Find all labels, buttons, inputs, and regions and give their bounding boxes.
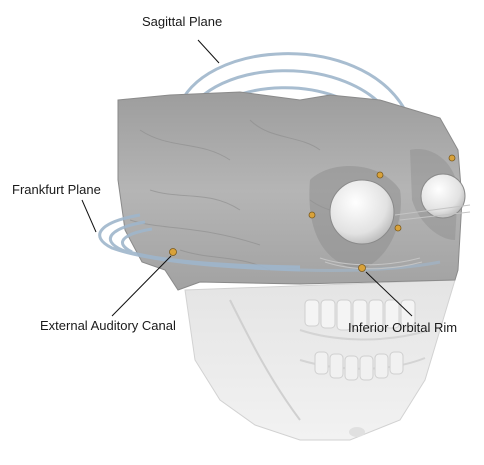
marker-external-auditory-canal [170, 249, 177, 256]
marker-inferior-orbital-rim [359, 265, 366, 272]
marker-orbit-right [395, 225, 401, 231]
inferior-orbital-rim-label: Inferior Orbital Rim [348, 320, 457, 335]
frankfurt-plane-label: Frankfurt Plane [12, 182, 101, 197]
lower-skull-faded [185, 280, 455, 440]
leader-external-auditory-canal [112, 256, 171, 316]
leader-frankfurt-plane [82, 200, 96, 232]
marker-orbit-top [377, 172, 383, 178]
leader-sagittal-plane [198, 40, 219, 63]
external-auditory-canal-label: External Auditory Canal [40, 318, 176, 333]
sagittal-plane-label: Sagittal Plane [142, 14, 222, 29]
marker-orbit-top-left [309, 212, 315, 218]
marker-far-orbit [449, 155, 455, 161]
